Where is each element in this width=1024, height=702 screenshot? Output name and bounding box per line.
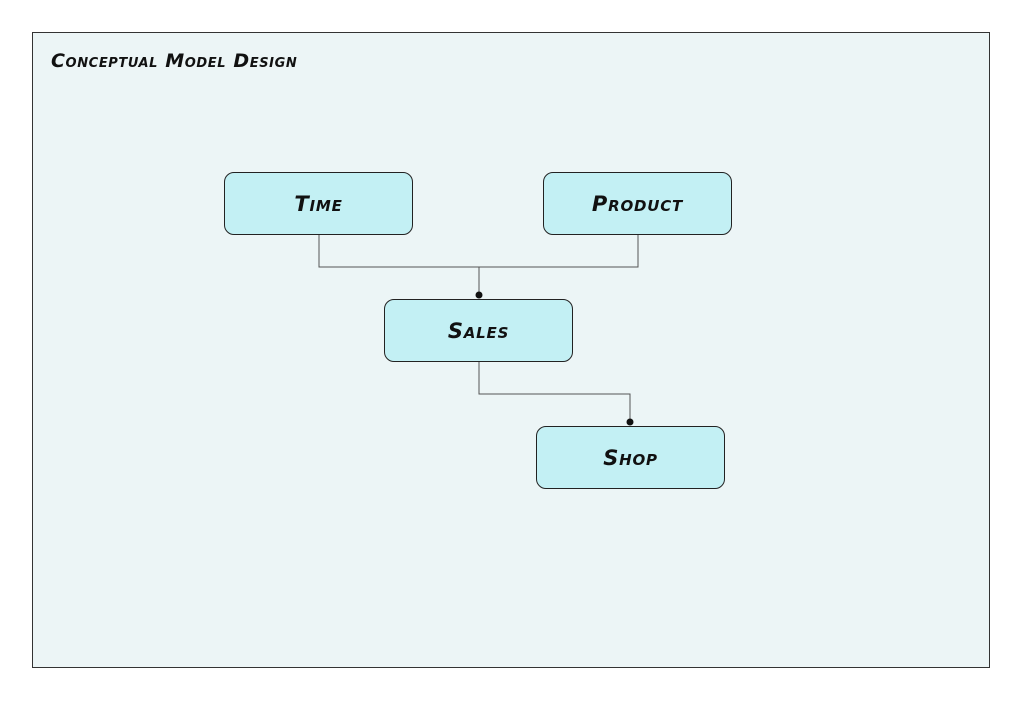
entity-sales[interactable]: Sales xyxy=(384,299,573,362)
entity-time[interactable]: Time xyxy=(224,172,413,235)
entity-shop[interactable]: Shop xyxy=(536,426,725,489)
entity-product[interactable]: Product xyxy=(543,172,732,235)
entity-sales-label: Sales xyxy=(447,318,510,343)
entity-product-label: Product xyxy=(591,191,684,216)
entity-shop-label: Shop xyxy=(603,445,658,470)
diagram-title: Conceptual Model Design xyxy=(51,50,298,72)
entity-time-label: Time xyxy=(294,191,343,216)
